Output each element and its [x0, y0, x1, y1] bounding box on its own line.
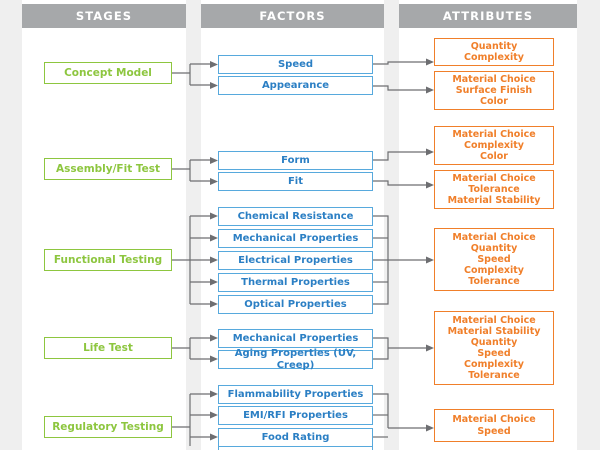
factor-node-emi-rfi-properties[interactable]: EMI/RFI Properties [218, 406, 373, 425]
column-header-factors: FACTORS [201, 4, 384, 28]
factor-node-food-rating[interactable]: Food Rating [218, 428, 373, 447]
factor-node-aging-properties[interactable]: Aging Properties (UV, Creep) [218, 347, 373, 371]
column-header-stages: STAGES [22, 4, 186, 28]
factor-label: Flammability Properties [227, 388, 364, 400]
stage-label: Assembly/Fit Test [55, 162, 161, 175]
factor-node-electrical-properties[interactable]: Electrical Properties [218, 251, 373, 270]
factor-label: Electrical Properties [238, 254, 353, 266]
attribute-label: Material Choice Material Stability Quant… [447, 314, 541, 382]
attribute-node-life-test-set[interactable]: Material Choice Material Stability Quant… [434, 311, 554, 385]
factor-node-fit[interactable]: Fit [218, 172, 373, 191]
factor-label: EMI/RFI Properties [243, 409, 348, 421]
factor-label: Form [281, 154, 310, 166]
attribute-label: Material Choice Tolerance Material Stabi… [447, 172, 541, 207]
factor-node-mechanical-properties-1[interactable]: Mechanical Properties [218, 229, 373, 248]
attribute-label: Material Choice Quantity Speed Complexit… [452, 231, 536, 288]
attribute-node-quantity-complexity[interactable]: Quantity Complexity [434, 38, 554, 66]
factor-label: Food Rating [261, 431, 330, 443]
stage-node-regulatory-testing[interactable]: Regulatory Testing [44, 416, 172, 438]
stage-node-assembly-fit-test[interactable]: Assembly/Fit Test [44, 158, 172, 180]
factor-label: Optical Properties [244, 298, 347, 310]
stage-node-functional-testing[interactable]: Functional Testing [44, 249, 172, 271]
attribute-label: Quantity Complexity [463, 40, 524, 63]
factor-label: Speed [277, 58, 314, 70]
factor-label: Mechanical Properties [232, 332, 359, 344]
attribute-node-regulatory-set[interactable]: Material Choice Speed [434, 409, 554, 442]
attribute-node-material-tolerance-stability[interactable]: Material Choice Tolerance Material Stabi… [434, 170, 554, 209]
factor-label: Mechanical Properties [232, 232, 359, 244]
stage-node-life-test[interactable]: Life Test [44, 337, 172, 359]
factor-node-speed[interactable]: Speed [218, 55, 373, 74]
factor-node-chemical-resistance[interactable]: Chemical Resistance [218, 207, 373, 226]
factor-label: Appearance [261, 79, 330, 91]
factor-node-thermal-properties[interactable]: Thermal Properties [218, 273, 373, 292]
factor-node-form[interactable]: Form [218, 151, 373, 170]
attribute-node-functional-set[interactable]: Material Choice Quantity Speed Complexit… [434, 228, 554, 291]
factor-node-flammability-properties[interactable]: Flammability Properties [218, 385, 373, 404]
stage-label: Concept Model [64, 66, 152, 79]
stage-label: Regulatory Testing [52, 420, 164, 433]
column-header-attributes: ATTRIBUTES [399, 4, 577, 28]
factor-node-mechanical-properties-2[interactable]: Mechanical Properties [218, 329, 373, 348]
factor-node-optical-properties[interactable]: Optical Properties [218, 295, 373, 314]
factor-label: Aging Properties (UV, Creep) [234, 347, 357, 371]
gutter-factors-attributes [384, 0, 399, 450]
gutter-stages-factors [186, 0, 201, 450]
stage-node-concept-model[interactable]: Concept Model [44, 62, 172, 84]
attribute-node-material-surface-color[interactable]: Material Choice Surface Finish Color [434, 71, 554, 110]
attribute-label: Material Choice Complexity Color [452, 128, 536, 163]
stage-label: Functional Testing [53, 253, 163, 266]
attribute-label: Material Choice Speed [452, 414, 536, 437]
factor-label: Chemical Resistance [237, 210, 354, 222]
factor-label: Fit [287, 175, 304, 187]
factor-node-appearance[interactable]: Appearance [218, 76, 373, 95]
stage-label: Life Test [83, 341, 133, 354]
factor-node-partial-bottom[interactable] [218, 446, 373, 450]
factor-label: Thermal Properties [241, 276, 350, 288]
attribute-label: Material Choice Surface Finish Color [452, 73, 536, 108]
attribute-node-material-complexity-color[interactable]: Material Choice Complexity Color [434, 126, 554, 165]
